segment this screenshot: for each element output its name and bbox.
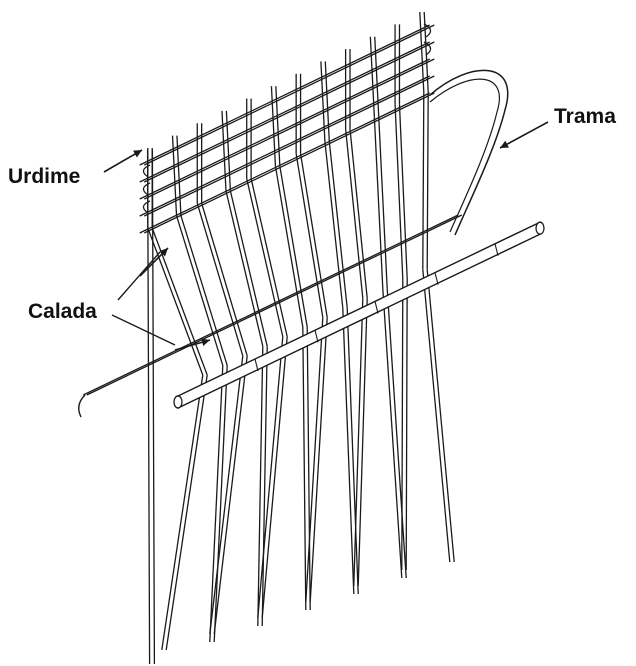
shed-bracket-bottom — [112, 315, 175, 345]
shed-bracket-top — [118, 252, 160, 300]
warp-thread-lower — [210, 356, 247, 634]
weft-pointer — [500, 122, 548, 148]
warp-thread-lower — [162, 375, 207, 650]
warp-thread-upper — [423, 92, 428, 269]
warp-label: Urdime — [8, 165, 80, 188]
warp-thread-lower — [343, 308, 358, 594]
shed-opening — [79, 215, 462, 417]
warp-thread-upper — [197, 203, 247, 356]
weft-row — [140, 59, 435, 199]
weft-label: Trama — [554, 105, 616, 128]
shed-weft-thread — [83, 215, 462, 395]
shed-weft-end — [79, 395, 85, 417]
warp-thread-upper — [374, 117, 387, 289]
warp-thread-upper — [148, 228, 207, 375]
woven-weft-rows — [140, 24, 435, 233]
rod-end — [174, 396, 182, 408]
shed-rod — [174, 222, 544, 408]
warp-pointer — [104, 150, 142, 172]
warp-thread-lower — [303, 327, 310, 610]
weft-turn — [143, 165, 150, 177]
warp-thread-upper — [325, 141, 347, 307]
warp-thread-upper — [346, 129, 368, 298]
rod-body — [174, 222, 544, 408]
trama-loop — [430, 70, 508, 235]
weft-turn — [143, 183, 150, 195]
rod-end — [536, 222, 544, 234]
warp-thread-upper — [395, 104, 407, 279]
shed-label: Calada — [28, 300, 97, 323]
weft-loop — [430, 70, 508, 235]
warp-thread-lower — [423, 269, 454, 562]
